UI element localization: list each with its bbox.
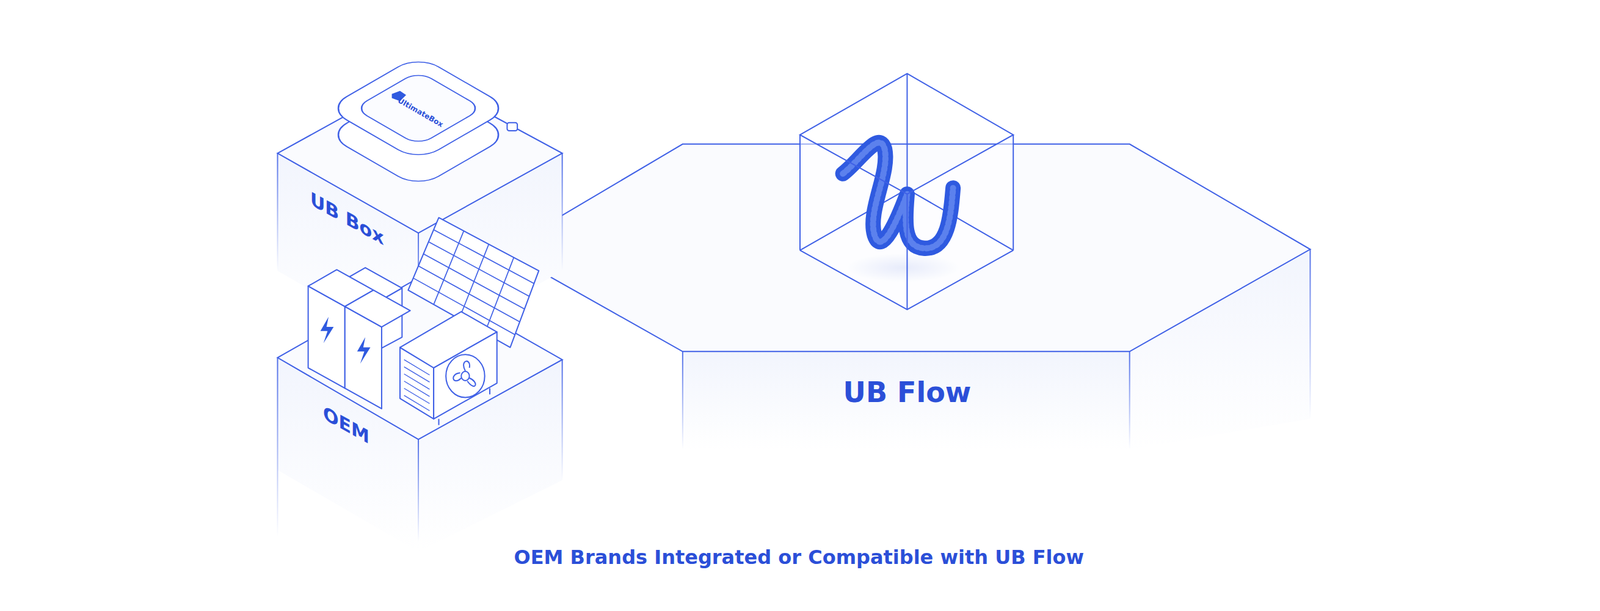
caption: OEM Brands Integrated or Compatible with… xyxy=(514,545,1085,569)
oem-equipment xyxy=(308,217,540,425)
ultimatebox-device xyxy=(326,54,518,188)
platform-label: UB Flow xyxy=(837,371,978,413)
heat-pump xyxy=(400,311,498,426)
node-text: UB Flow xyxy=(843,375,972,409)
logo-cube xyxy=(800,73,1014,310)
